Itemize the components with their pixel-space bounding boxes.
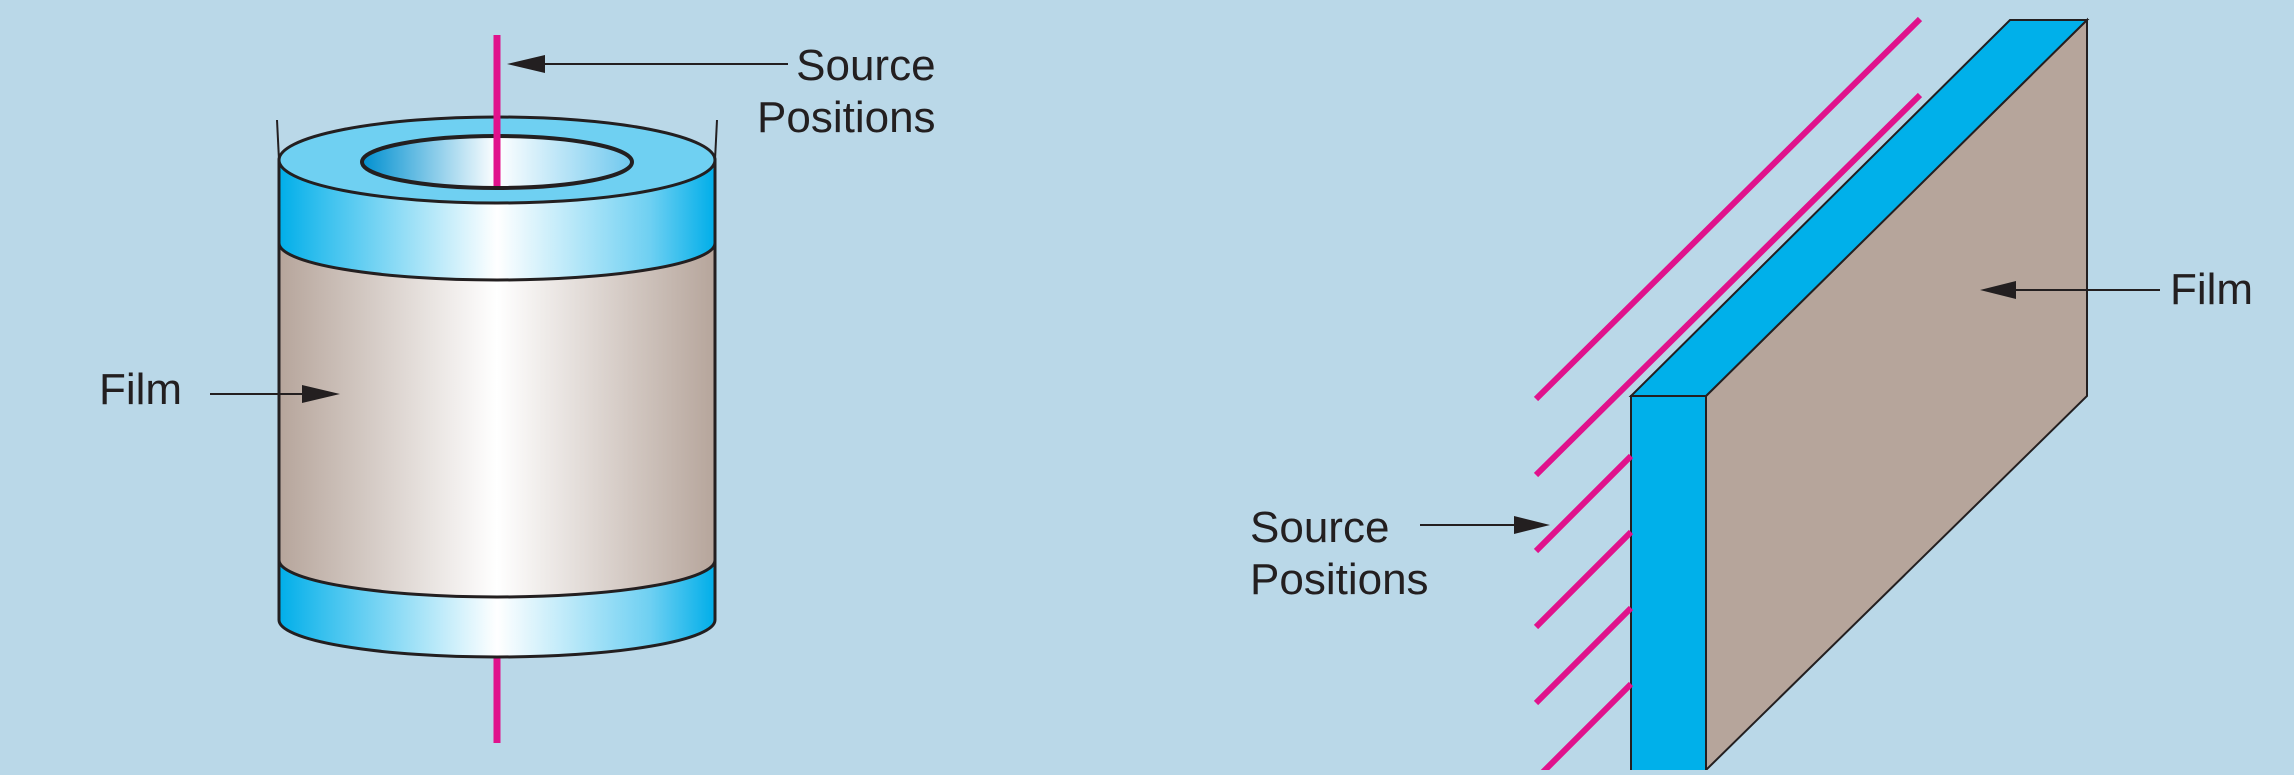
source-line-6 [1535, 681, 1634, 775]
cylinder-assembly [276, 35, 718, 743]
flat-source-label-line2: Positions [1250, 555, 1429, 604]
source-line-1 [1533, 16, 1923, 402]
cylinder-source-arrow [507, 55, 788, 73]
flat-film-arrow [1980, 281, 2160, 299]
flat-source-label-line1: Source [1250, 503, 1390, 552]
cylindrical-film [277, 241, 717, 599]
source-line-2 [1533, 92, 1923, 478]
right-edge-tick [714, 119, 718, 161]
flat-film-label: Film [2170, 265, 2254, 314]
source-line-3 [1533, 453, 1634, 554]
cylinder-source-label-line1: Source [796, 41, 936, 90]
cylinder-source-label: Source Positions [757, 40, 936, 144]
flat-source-label: Source Positions [1250, 502, 1429, 606]
source-line-4 [1533, 529, 1634, 630]
shield-front-face [1630, 395, 1707, 775]
cylinder-film-arrow [210, 385, 340, 403]
cylinder-source-label-line2: Positions [757, 93, 936, 142]
cylinder-film-label: Film [99, 365, 183, 414]
flat-panel-assembly [1628, 17, 2090, 775]
flat-source-lines [1533, 16, 1923, 775]
source-line-5 [1533, 605, 1634, 706]
left-edge-tick [276, 119, 280, 161]
flat-source-arrow [1420, 516, 1550, 534]
